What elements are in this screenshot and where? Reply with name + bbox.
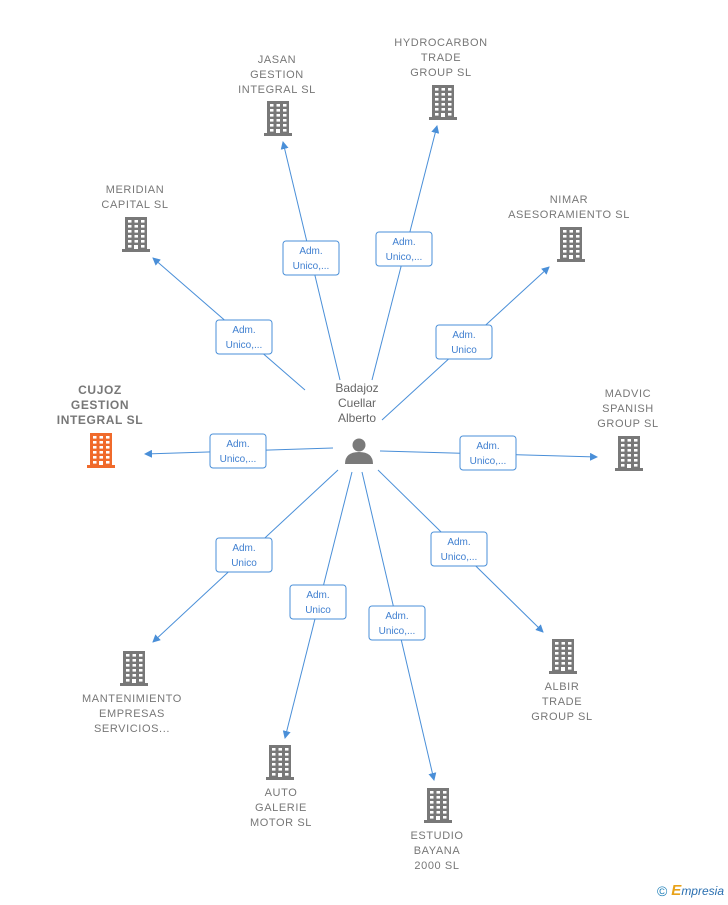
- building-icon[interactable]: [266, 745, 294, 780]
- role-text: Unico,...: [386, 252, 423, 263]
- building-icon[interactable]: [424, 788, 452, 823]
- company-node-jasan[interactable]: JASAN GESTION INTEGRAL SL: [238, 54, 316, 136]
- company-name-line: GESTION: [250, 69, 304, 81]
- company-name-line: ALBIR: [545, 681, 580, 693]
- person-icon: [345, 438, 373, 464]
- role-text: Adm.: [452, 330, 475, 341]
- role-badge-nimar[interactable]: Adm. Unico: [435, 324, 493, 360]
- company-name-line: SERVICIOS...: [94, 723, 170, 735]
- building-icon[interactable]: [615, 436, 643, 471]
- company-node-hydrocarbon[interactable]: HYDROCARBON TRADE GROUP SL: [394, 37, 487, 120]
- copyright-symbol: ©: [656, 882, 668, 899]
- brand-logo: Empresia: [671, 882, 724, 899]
- company-name-line: MERIDIAN: [106, 184, 165, 196]
- building-icon[interactable]: [122, 217, 150, 252]
- company-name-line: BAYANA: [414, 845, 461, 857]
- role-text: Unico,...: [220, 454, 257, 465]
- building-icon[interactable]: [87, 433, 115, 468]
- company-node-nimar[interactable]: NIMAR ASESORAMIENTO SL: [508, 194, 630, 262]
- role-text: Adm.: [299, 246, 322, 257]
- role-badge-jasan[interactable]: Adm. Unico,...: [282, 240, 340, 276]
- role-text: Unico,...: [226, 340, 263, 351]
- company-name-line: GROUP SL: [597, 418, 658, 430]
- company-name-line: ASESORAMIENTO SL: [508, 209, 630, 221]
- company-name-line: SPANISH: [602, 403, 654, 415]
- role-text: Adm.: [447, 537, 470, 548]
- company-name-line: MANTENIMIENTO: [82, 693, 182, 705]
- company-name-line: CUJOZ: [78, 383, 122, 397]
- company-name-line: TRADE: [542, 696, 582, 708]
- company-name-line: GALERIE: [255, 802, 307, 814]
- role-text: Adm.: [385, 611, 408, 622]
- company-name-line: GROUP SL: [531, 711, 592, 723]
- footer-brand: © Empresia: [657, 882, 724, 899]
- company-node-albir[interactable]: ALBIR TRADE GROUP SL: [531, 639, 592, 723]
- person-name-line: Cuellar: [338, 396, 376, 410]
- building-icon[interactable]: [557, 227, 585, 262]
- person-name-line: Badajoz: [335, 381, 378, 395]
- role-text: Adm.: [232, 543, 255, 554]
- role-text: Unico: [231, 558, 257, 569]
- company-name-line: HYDROCARBON: [394, 37, 487, 49]
- company-name-line: EMPRESAS: [99, 708, 165, 720]
- company-name-line: JASAN: [258, 54, 296, 66]
- company-name-line: INTEGRAL SL: [238, 84, 316, 96]
- company-name-line: ESTUDIO: [410, 830, 463, 842]
- role-badge-mantenimiento[interactable]: Adm. Unico: [215, 537, 273, 573]
- company-node-auto[interactable]: AUTO GALERIE MOTOR SL: [250, 745, 312, 829]
- role-badge-meridian[interactable]: Adm. Unico,...: [215, 319, 273, 355]
- company-node-madvic[interactable]: MADVIC SPANISH GROUP SL: [597, 388, 658, 471]
- company-name-line: NIMAR: [550, 194, 588, 206]
- building-icon[interactable]: [264, 101, 292, 136]
- role-text: Unico,...: [441, 552, 478, 563]
- role-text: Unico,...: [379, 626, 416, 637]
- company-node-meridian[interactable]: MERIDIAN CAPITAL SL: [101, 184, 168, 252]
- company-name-line: GROUP SL: [410, 67, 471, 79]
- person-name-line: Alberto: [338, 411, 376, 425]
- role-text: Adm.: [232, 325, 255, 336]
- role-badge-cujoz[interactable]: Adm. Unico,...: [209, 433, 267, 469]
- company-name-line: TRADE: [421, 52, 461, 64]
- company-name-line: MOTOR SL: [250, 817, 312, 829]
- building-icon[interactable]: [120, 651, 148, 686]
- company-name-line: CAPITAL SL: [101, 199, 168, 211]
- role-text: Adm.: [392, 237, 415, 248]
- company-name-line: 2000 SL: [414, 860, 459, 872]
- role-text: Unico,...: [470, 456, 507, 467]
- building-icon[interactable]: [549, 639, 577, 674]
- company-node-estudio[interactable]: ESTUDIO BAYANA 2000 SL: [410, 788, 463, 872]
- role-text: Adm.: [306, 590, 329, 601]
- company-name-line: INTEGRAL SL: [57, 413, 143, 427]
- role-badge-albir[interactable]: Adm. Unico,...: [430, 531, 488, 567]
- role-badge-auto[interactable]: Adm. Unico: [289, 584, 347, 620]
- company-name-line: GESTION: [71, 398, 129, 412]
- company-node-mantenimiento[interactable]: MANTENIMIENTO EMPRESAS SERVICIOS...: [82, 651, 182, 735]
- role-badge-madvic[interactable]: Adm. Unico,...: [459, 435, 517, 471]
- role-text: Unico,...: [293, 261, 330, 272]
- role-badge-estudio[interactable]: Adm. Unico,...: [368, 605, 426, 641]
- company-name-line: MADVIC: [605, 388, 651, 400]
- role-badge-hydrocarbon[interactable]: Adm. Unico,...: [375, 231, 433, 267]
- role-text: Unico: [305, 605, 331, 616]
- role-text: Unico: [451, 345, 477, 356]
- building-icon[interactable]: [429, 85, 457, 120]
- role-text: Adm.: [226, 439, 249, 450]
- role-text: Adm.: [476, 441, 499, 452]
- company-name-line: AUTO: [265, 787, 298, 799]
